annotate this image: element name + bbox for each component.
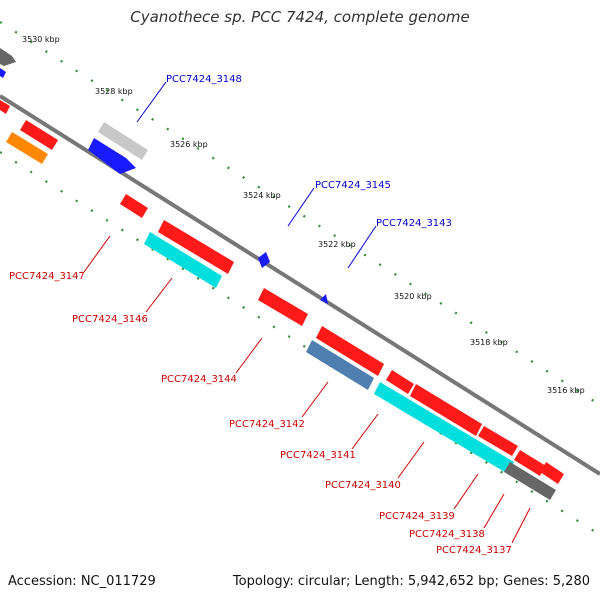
gene-reverse-3141[interactable] [386,370,414,394]
tick-label-3516: 3516 kbp [547,386,585,395]
gene-forward-blue-edge[interactable] [0,68,6,78]
gene-reverse-3140-cyan[interactable] [374,382,514,474]
gene-reverse-3144[interactable] [258,288,308,326]
gene-reverse-3137[interactable] [540,462,564,484]
gene-label-3147[interactable]: PCC7424_3147 [9,271,85,282]
gene-reverse-3147[interactable] [120,194,148,218]
tick-label-3522: 3522 kbp [318,240,356,249]
tick-label-3526: 3526 kbp [170,140,208,149]
leader-3148 [136,81,167,123]
gene-label-3144[interactable]: PCC7424_3144 [161,374,237,385]
genome-summary-text: Topology: circular; Length: 5,942,652 bp… [232,574,590,589]
gene-label-3145[interactable]: PCC7424_3145 [315,180,391,191]
gene-label-3146[interactable]: PCC7424_3146 [72,314,148,325]
leader-3146 [145,277,173,313]
leader-3138 [483,493,505,529]
tick-label-3528: 3528 kbp [95,87,133,96]
gene-forward-pcc7424-3148-grey[interactable] [98,122,148,160]
gene-reverse-3142[interactable] [316,326,384,376]
leader-3143 [347,225,377,269]
gene-reverse-3139[interactable] [478,426,518,456]
gene-label-3138[interactable]: PCC7424_3138 [409,529,485,540]
leader-3145 [287,187,315,227]
gene-reverse-3146[interactable] [158,220,234,274]
leader-3142 [301,381,329,418]
gene-forward-blue-3148[interactable] [88,138,136,174]
gene-reverse-3137-grey[interactable] [504,462,556,500]
gene-reverse-left-red-1[interactable] [0,100,10,114]
leader-3139 [453,473,479,510]
map-title: Cyanothece sp. PCC 7424, complete genome [130,8,470,26]
accession-text: Accession: NC_011729 [8,574,156,589]
gene-label-3148[interactable]: PCC7424_3148 [166,74,242,85]
gene-forward-3143[interactable] [320,294,328,304]
leader-3137 [511,507,531,544]
genome-backbone [0,94,600,476]
inner-tick-row [0,151,600,536]
gene-label-3143[interactable]: PCC7424_3143 [376,218,452,229]
gene-reverse-left-red-2[interactable] [20,120,58,150]
gene-reverse-3146-cyan[interactable] [144,232,222,288]
leader-3141 [351,413,379,450]
gene-reverse-3142-steel[interactable] [306,340,374,390]
gene-label-3141[interactable]: PCC7424_3141 [280,450,356,461]
leader-3140 [397,441,425,479]
gene-label-3142[interactable]: PCC7424_3142 [229,419,305,430]
gene-label-3140[interactable]: PCC7424_3140 [325,480,401,491]
tick-label-3530: 3530 kbp [22,35,60,44]
outer-tick-row [0,21,600,406]
gene-forward-3145[interactable] [258,252,270,268]
gene-forward-partial-left[interactable] [0,48,16,66]
leader-3147 [83,235,111,273]
gene-label-3137[interactable]: PCC7424_3137 [436,545,512,556]
tick-label-3524: 3524 kbp [243,191,281,200]
gene-label-3139[interactable]: PCC7424_3139 [379,511,455,522]
tick-label-3518: 3518 kbp [470,338,508,347]
leader-3144 [235,337,263,374]
gene-reverse-3138[interactable] [514,450,546,476]
gene-reverse-orange[interactable] [6,132,48,164]
gene-reverse-3140[interactable] [410,384,482,436]
tick-label-3520: 3520 kbp [394,292,432,301]
